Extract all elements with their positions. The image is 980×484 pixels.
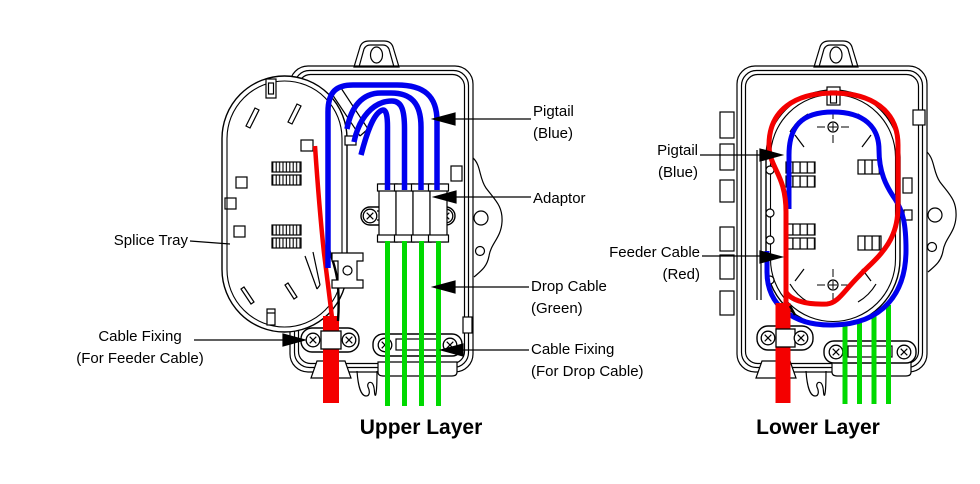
wall-tab — [902, 177, 913, 194]
tray-square — [235, 176, 248, 189]
arrowhead-icon — [430, 280, 456, 294]
label-line: (For Feeder Cable) — [76, 350, 204, 367]
caption-upper-layer: Upper Layer — [359, 416, 483, 439]
leader-splice-tray — [189, 240, 231, 245]
label-pigtail-right: Pigtail (Blue) — [558, 140, 698, 184]
arrowhead-icon — [431, 190, 457, 204]
black-fiber — [788, 305, 797, 316]
screw-icon — [362, 208, 378, 224]
tray-slit — [284, 282, 298, 300]
enclosure-right — [719, 40, 957, 397]
side-bulge — [472, 157, 503, 278]
guide-hooks — [794, 134, 872, 282]
label-line: Pigtail — [657, 142, 698, 159]
label-feeder-cable: Feeder Cable (Red) — [540, 242, 700, 286]
bottom-notch — [805, 370, 827, 397]
pigtail-cables-left — [325, 82, 440, 268]
fiber-comb — [271, 161, 302, 173]
fiber-guide — [325, 243, 364, 322]
leader-lines — [189, 112, 785, 357]
tray-slit — [245, 107, 260, 129]
arrowhead-icon — [438, 343, 464, 357]
arrowhead-icon — [430, 112, 456, 126]
splice-tray — [221, 75, 369, 333]
bottom-notch — [356, 370, 378, 397]
upper-layer-diagram — [221, 40, 503, 406]
screw-hole — [474, 245, 486, 257]
tray-post — [826, 86, 841, 106]
fiber-comb — [857, 235, 882, 251]
screw-hole — [926, 241, 938, 253]
drop-cables-right — [842, 305, 891, 404]
side-bulge — [926, 151, 957, 273]
lower-layer-diagram — [719, 40, 957, 404]
label-line: Cable Fixing — [531, 341, 615, 358]
drop-cables-left — [385, 241, 441, 406]
label-line: (Blue) — [657, 164, 698, 181]
label-line: Cable Fixing — [98, 328, 182, 345]
fiber-comb — [785, 223, 816, 236]
screw-icon — [760, 330, 776, 346]
fiber-comb — [271, 224, 302, 236]
caption-lower-layer: Lower Layer — [756, 416, 880, 439]
tray-flap — [304, 251, 321, 290]
adaptor-blocks — [376, 183, 450, 243]
fiber-comb — [785, 175, 816, 188]
clamp-cleat — [320, 330, 342, 350]
ear-hole — [369, 46, 384, 64]
label-pigtail-left: Pigtail (Blue) — [533, 101, 574, 145]
arrowhead-icon — [759, 250, 785, 264]
tray-wall-lines — [756, 150, 762, 300]
label-line: (Blue) — [533, 125, 574, 142]
tray-square — [233, 225, 246, 238]
screw-hole — [927, 207, 943, 223]
tray-slit — [240, 286, 255, 305]
screw-icon — [896, 344, 912, 360]
wall-bump — [765, 235, 775, 245]
label-line: Pigtail — [533, 103, 574, 120]
label-adaptor: Adaptor — [533, 190, 586, 207]
drop-cable-fixing-right — [823, 340, 917, 364]
screw-icon — [793, 330, 809, 346]
screw-hole — [473, 210, 489, 226]
ear-hole — [829, 46, 843, 64]
wall-bump — [765, 208, 775, 218]
wall-tab — [450, 165, 463, 182]
tray-post — [265, 78, 277, 99]
fiber-comb — [785, 161, 816, 174]
screw-icon — [828, 344, 844, 360]
label-line: (Green) — [531, 300, 583, 317]
fiber-comb — [271, 174, 302, 186]
hinge-tabs — [719, 111, 735, 316]
label-line: (For Drop Cable) — [531, 363, 644, 380]
wall-tab — [462, 316, 473, 334]
label-line: Feeder Cable — [609, 244, 700, 261]
tray-slit — [287, 103, 302, 125]
feeder-cable-right — [766, 90, 901, 403]
fiber-holder — [300, 139, 314, 152]
arrowhead-icon — [282, 333, 308, 347]
screw-icon — [305, 332, 321, 348]
tray-square — [224, 197, 237, 210]
arrowhead-icon — [759, 148, 785, 162]
screw-icon — [341, 332, 357, 348]
wall-tab — [912, 109, 926, 126]
fiber-comb — [271, 237, 302, 249]
tray-latch — [266, 308, 276, 326]
fiber-comb — [785, 237, 816, 250]
label-line: Drop Cable — [531, 278, 607, 295]
label-line: (Red) — [662, 266, 700, 283]
clamp-cleat — [775, 328, 796, 348]
label-cable-fixing-feeder: Cable Fixing (For Feeder Cable) — [50, 326, 230, 370]
label-cable-fixing-drop: Cable Fixing (For Drop Cable) — [531, 339, 644, 383]
lower-tray — [756, 86, 901, 327]
label-drop-cable: Drop Cable (Green) — [531, 276, 607, 320]
label-splice-tray: Splice Tray — [113, 232, 188, 249]
